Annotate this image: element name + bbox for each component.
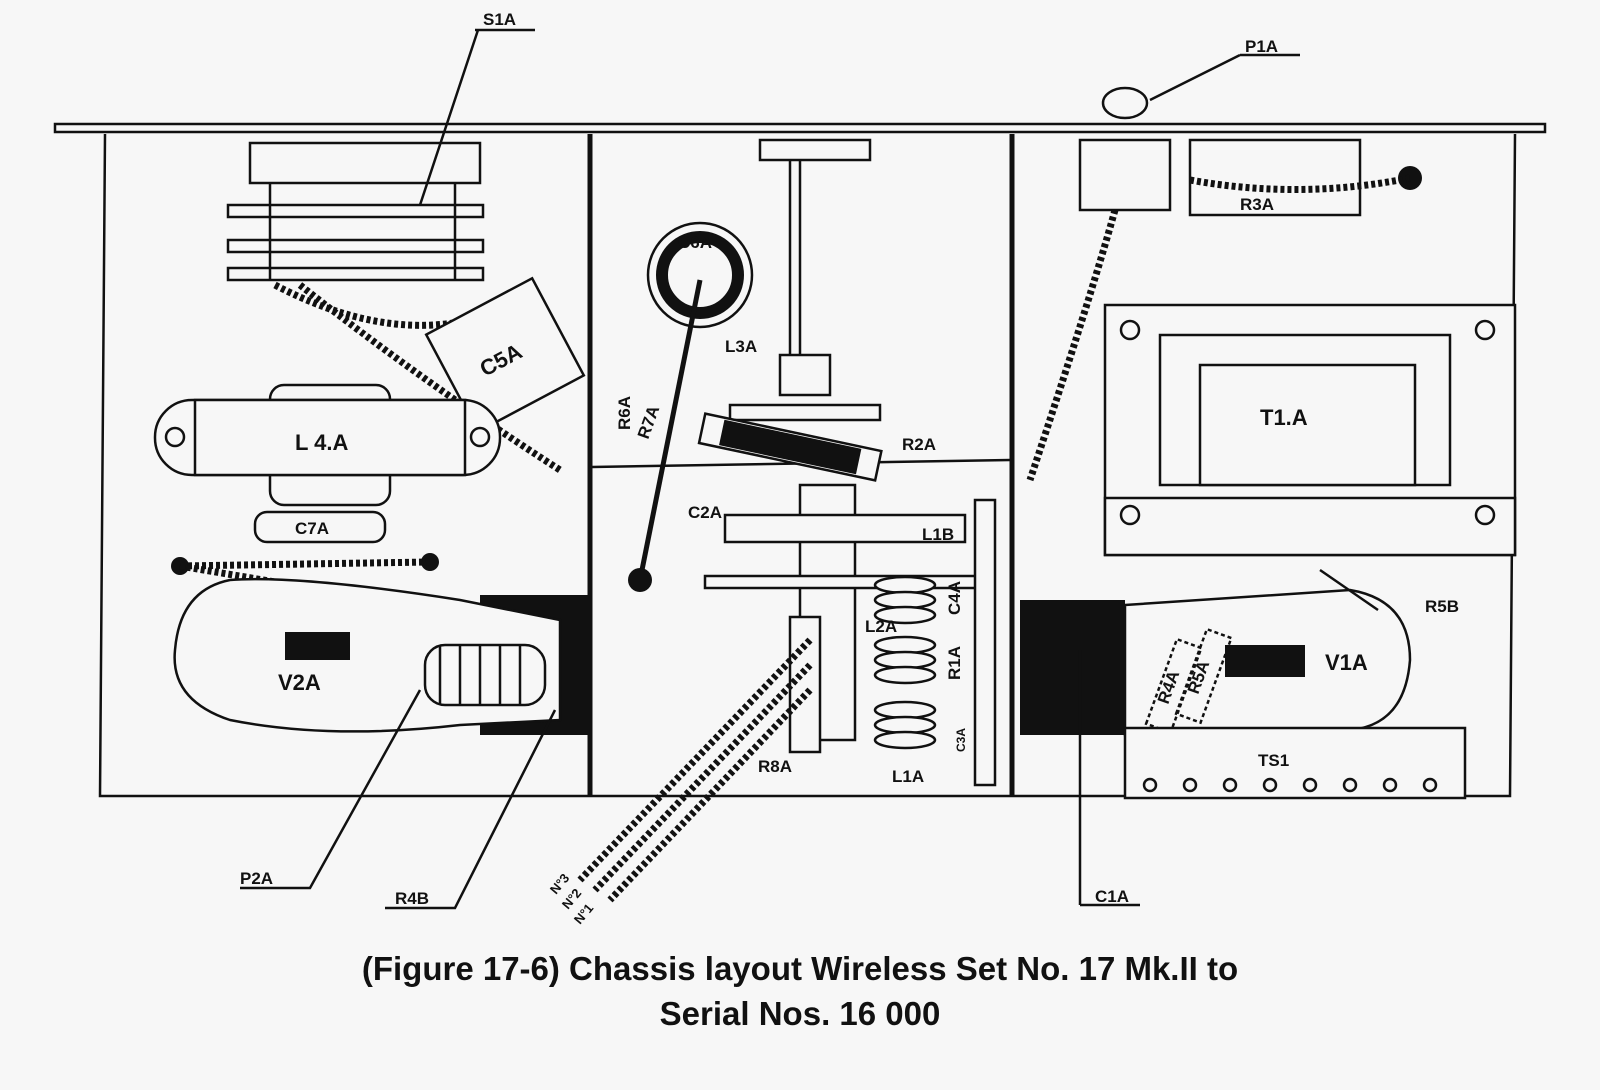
top-panel (53, 122, 1547, 134)
inductor-l4a (153, 383, 502, 507)
label-s1a: S1A (483, 10, 516, 29)
label-l1b: L1B (922, 525, 954, 544)
label-c6a: C6A (678, 233, 712, 252)
figure-caption-line1: (Figure 17-6) Chassis layout Wireless Se… (361, 950, 1239, 987)
label-r2a: R2A (902, 435, 936, 454)
label-l1a: L1A (892, 767, 924, 786)
capacitor-c5a (424, 276, 586, 434)
label-c2a: C2A (688, 503, 722, 522)
terminal-strip-ts1 (1123, 726, 1467, 800)
label-c1a: C1A (1095, 887, 1129, 906)
capacitor-c7a (253, 510, 387, 544)
label-t1a: T1.A (1260, 405, 1308, 430)
label-r1a: R1A (945, 646, 964, 680)
connector-p1a (1078, 138, 1172, 212)
coil-l3a (697, 412, 883, 482)
label-c3a: C3A (954, 728, 968, 752)
label-c7a: C7A (295, 519, 329, 538)
label-c4a: C4A (945, 581, 964, 615)
label-l4a: L 4.A (295, 430, 349, 455)
label-r3a: R3A (1240, 195, 1274, 214)
transformer-t1a (1103, 303, 1517, 557)
label-p2a: P2A (240, 869, 273, 888)
label-r8a: R8A (758, 757, 792, 776)
switch-s1a (226, 141, 485, 282)
label-r5b: R5B (1425, 597, 1459, 616)
label-l3a: L3A (725, 337, 757, 356)
coils (873, 575, 937, 750)
label-ts1: TS1 (1258, 751, 1289, 770)
label-v1a: V1A (1325, 650, 1368, 675)
label-l2a: L2A (865, 617, 897, 636)
label-r6a: R6A (615, 396, 634, 430)
resistor-r3a-block (1188, 138, 1362, 217)
label-r7a: R7A (634, 403, 663, 441)
figure-caption-line2: Serial Nos. 16 000 (659, 995, 941, 1032)
label-r4b: R4B (395, 889, 429, 908)
label-p1a: P1A (1245, 37, 1278, 56)
label-v2a: V2A (278, 670, 321, 695)
